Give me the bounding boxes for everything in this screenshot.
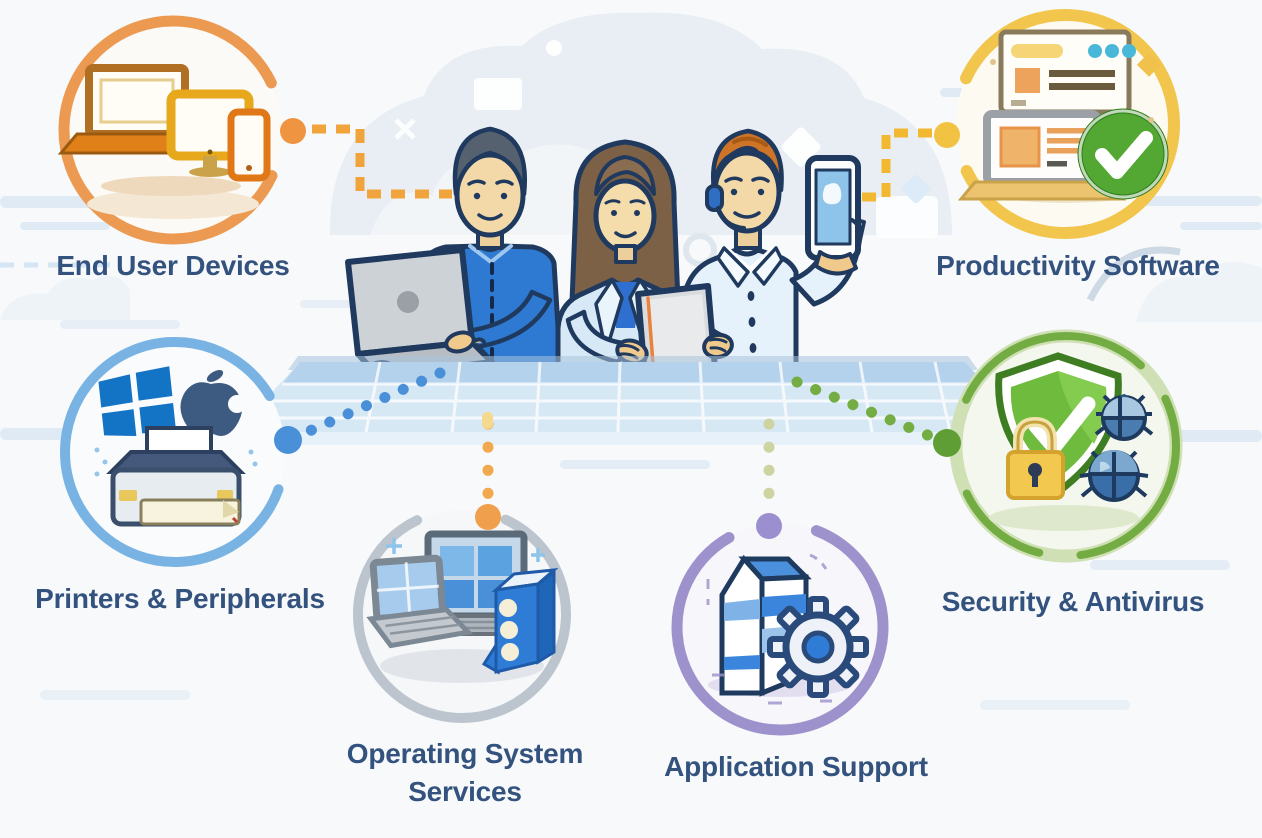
software-check-icon (950, 9, 1180, 239)
bug-icon (1079, 394, 1154, 502)
connector-printers-peripherals (299, 367, 446, 439)
connector-security-antivirus (791, 376, 936, 442)
node-productivity-software (945, 4, 1185, 244)
node-label-productivity-software: Productivity Software (936, 250, 1220, 281)
node-printers-peripherals (55, 332, 295, 572)
sparkle-icon (386, 538, 545, 562)
node-label-printers-peripherals: Printers & Peripherals (35, 583, 325, 614)
software-box-icon (481, 568, 559, 675)
node-application-support (660, 507, 900, 747)
devices-icon (57, 15, 288, 245)
gear-icon (767, 596, 869, 698)
node-label-operating-system-services: Operating System Services (346, 738, 584, 807)
connector-productivity-software (856, 128, 932, 202)
connector-end-user-devices (312, 124, 452, 199)
windows-logo-icon (98, 366, 177, 437)
node-operating-system-services (342, 494, 582, 734)
app-gear-icon (671, 518, 889, 736)
headset-icon (705, 184, 724, 212)
node-label-security-antivirus: Security & Antivirus (941, 586, 1205, 617)
os-install-icon (353, 505, 571, 723)
cloud-shape (0, 275, 130, 320)
accent-dashes (706, 553, 832, 705)
apple-logo-icon (180, 370, 246, 436)
printer-icon (106, 426, 246, 527)
node-end-user-devices (53, 10, 293, 250)
printer-os-logos-icon (60, 337, 290, 567)
node-label-application-support: Application Support (664, 751, 928, 782)
software-box-icon (719, 554, 812, 697)
node-label-end-user-devices: End User Devices (56, 250, 290, 281)
padlock-icon (1006, 416, 1065, 500)
support-team-illustration (345, 126, 866, 410)
